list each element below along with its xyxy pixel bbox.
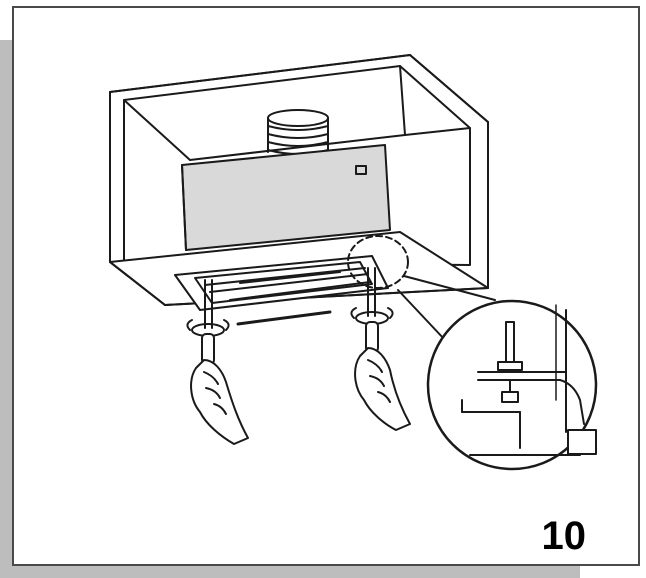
motion-line (236, 310, 332, 326)
right-hand-screwdriver (350, 267, 411, 431)
exhaust-duct (267, 109, 329, 155)
magnified-detail (426, 299, 598, 471)
bottom-margin-band (0, 566, 580, 578)
hood-body (181, 144, 391, 251)
hood-filter-frame (174, 255, 389, 311)
step-number: 10 (541, 514, 587, 558)
detail-callout-circle (347, 235, 496, 341)
left-hand-screwdriver (186, 279, 249, 445)
side-margin-band (0, 40, 14, 578)
